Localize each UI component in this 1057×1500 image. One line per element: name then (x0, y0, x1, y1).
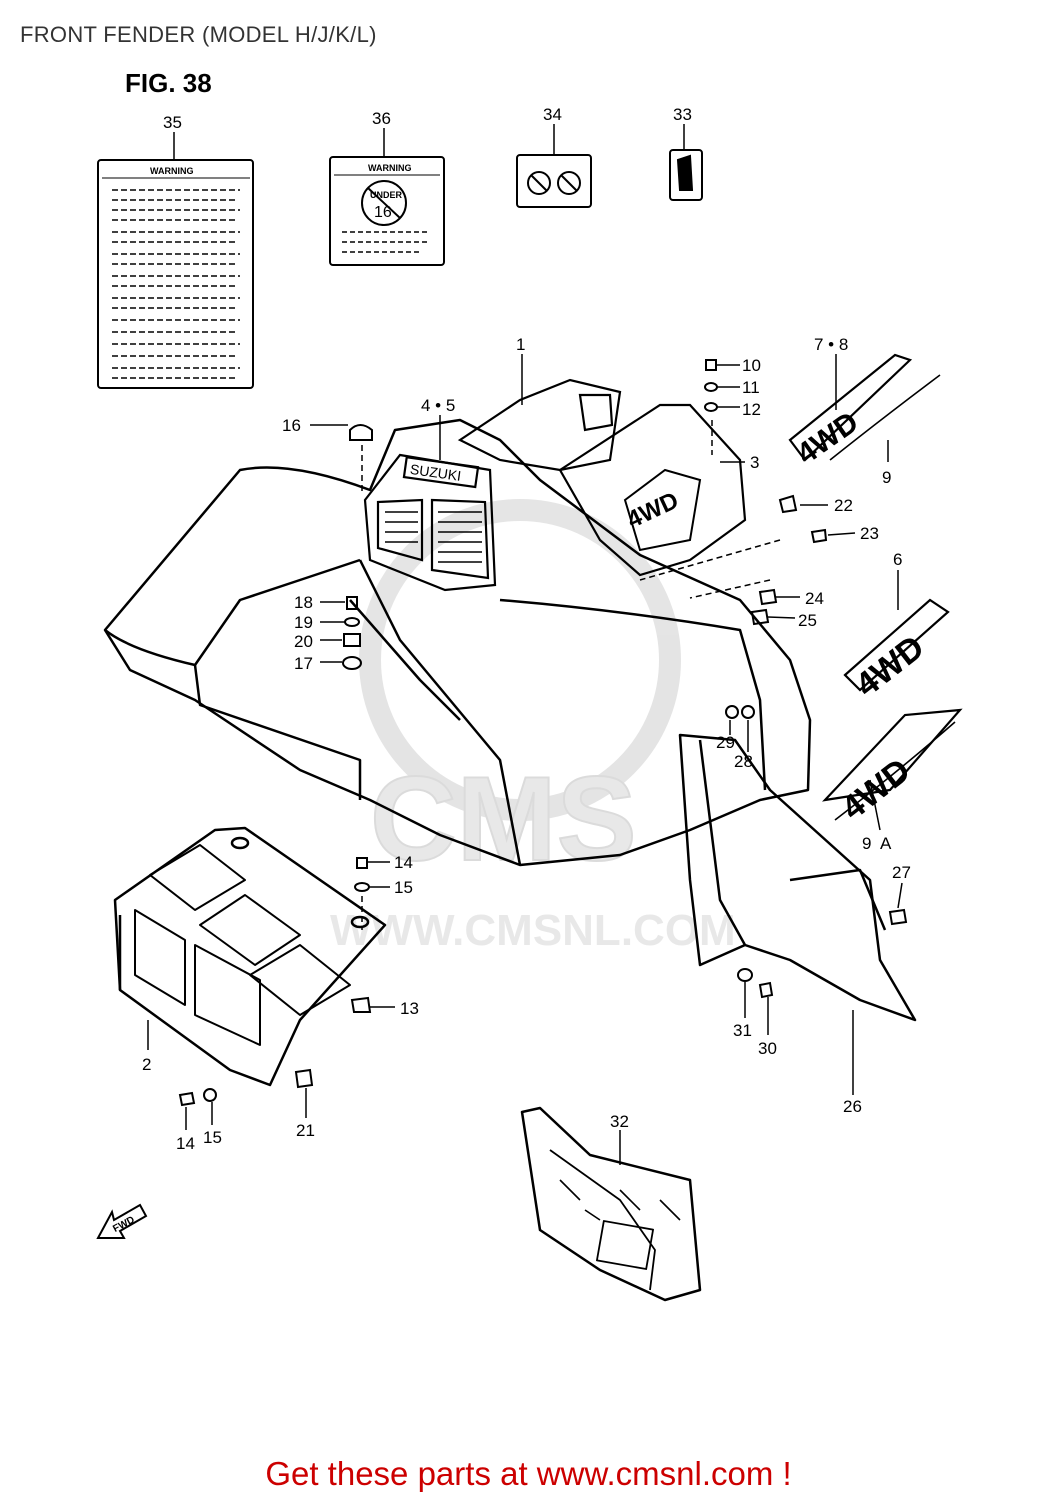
decal-36-age-text: 16 (374, 204, 392, 221)
screw-22 (778, 494, 798, 514)
decal-36-warning-text: WARNING (368, 163, 412, 173)
callout-23: 23 (860, 524, 879, 543)
callout-16: 16 (282, 416, 301, 435)
svg-text:4WD: 4WD (835, 751, 918, 827)
decal-36-age-label: WARNING UNDER 16 (329, 156, 445, 266)
decal-35-warning-label: WARNING (97, 159, 254, 389)
figure-number: FIG. 38 (125, 68, 212, 98)
bolt-14a (356, 857, 368, 869)
callout-7-8: 7 • 8 (814, 335, 848, 354)
callout-27: 27 (892, 863, 911, 882)
callout-13: 13 (400, 999, 419, 1018)
fasteners (178, 359, 908, 1107)
callout-22: 22 (834, 496, 853, 515)
grommet-31 (737, 968, 753, 982)
callout-14b: 14 (176, 1134, 195, 1153)
callout-29: 29 (716, 733, 735, 752)
callout-11: 11 (742, 378, 760, 397)
grommet-16 (349, 424, 373, 441)
callout-18: 18 (294, 593, 313, 612)
grommet-29 (725, 705, 739, 719)
washer-15a (354, 882, 370, 892)
callout-24: 24 (805, 589, 824, 608)
grommet-28 (741, 705, 755, 719)
nut-21 (294, 1068, 314, 1089)
callout-4-5: 4 • 5 (421, 396, 455, 415)
watermark: CMS WWW.CMSNL.COM (330, 499, 736, 955)
callout-25: 25 (798, 611, 817, 630)
suzuki-intake-4-5: SUZUKI (363, 453, 497, 592)
callout-15a: 15 (394, 878, 413, 897)
washer-12 (704, 402, 718, 412)
fwd-arrow-icon: FWD (96, 1203, 148, 1239)
screw-23 (810, 528, 828, 544)
bolt-14b (178, 1091, 196, 1107)
under-cover-2 (113, 826, 387, 1087)
emblem-4wd-7-8: 4WD (788, 353, 941, 471)
svg-text:4WD: 4WD (791, 406, 865, 471)
mud-flap-26 (678, 733, 917, 1022)
washer-19 (344, 617, 360, 627)
callout-31: 31 (733, 1021, 752, 1040)
callout-30: 30 (758, 1039, 777, 1058)
leader-lines (147, 354, 903, 1165)
callout-10: 10 (742, 356, 761, 375)
callout-17: 17 (294, 654, 313, 673)
callout-20: 20 (294, 632, 313, 651)
watermark-url: WWW.CMSNL.COM (330, 906, 736, 955)
cta-link[interactable]: Get these parts at www.cmsnl.com ! (265, 1455, 792, 1492)
callout-32: 32 (610, 1112, 629, 1131)
nut-25 (750, 608, 770, 626)
callout-2: 2 (142, 1055, 151, 1074)
nut-24 (758, 588, 778, 606)
decal-36-under-text: UNDER (370, 190, 403, 200)
callout-12: 12 (742, 400, 761, 419)
callout-1: 1 (516, 335, 525, 354)
callout-36: 36 (372, 109, 391, 128)
grommet-17 (342, 656, 362, 670)
decal-33-label (669, 149, 703, 201)
front-fender-1 (103, 418, 812, 867)
callout-6: 6 (893, 550, 902, 569)
svg-text:4WD: 4WD (848, 628, 931, 704)
nut-13 (350, 996, 372, 1013)
callout-26: 26 (843, 1097, 862, 1116)
decal-35-warning-text: WARNING (150, 166, 194, 176)
page-title: FRONT FENDER (MODEL H/J/K/L) (20, 22, 377, 47)
fwd-arrow-text: FWD (111, 1214, 136, 1234)
callout-33: 33 (673, 105, 692, 124)
callout-21: 21 (296, 1121, 315, 1140)
emblem-4wd-6: 4WD (843, 598, 950, 705)
top-leaders (173, 124, 685, 160)
washer-15b (203, 1088, 217, 1102)
callout-3: 3 (750, 453, 759, 472)
callout-labels: 35 36 34 33 1 7 • 8 10 11 12 16 4 • 5 3 … (142, 105, 911, 1153)
callout-9: 9 (882, 468, 891, 487)
suzuki-badge-text: SUZUKI (409, 461, 462, 484)
bolt-10 (705, 359, 717, 371)
bolt-18 (346, 596, 358, 610)
callout-35: 35 (163, 113, 182, 132)
screw-30 (758, 981, 774, 999)
screw-27 (888, 908, 908, 926)
emblem-4wd-9a: 4WD (822, 708, 963, 828)
callout-34: 34 (543, 105, 562, 124)
parts-diagram: CMS WWW.CMSNL.COM FIG. 38 WARNING WARNIN… (96, 68, 963, 1302)
callout-15b: 15 (203, 1128, 222, 1147)
fender-bracket (457, 378, 622, 472)
callout-19: 19 (294, 613, 313, 632)
callout-9a: 9 A (862, 834, 892, 853)
decal-34-label (516, 154, 592, 208)
collar-20 (343, 633, 361, 647)
watermark-mascot (359, 499, 681, 821)
skid-plate-32 (520, 1106, 702, 1302)
callout-14a: 14 (394, 853, 413, 872)
callout-28: 28 (734, 752, 753, 771)
washer-11 (704, 382, 718, 392)
